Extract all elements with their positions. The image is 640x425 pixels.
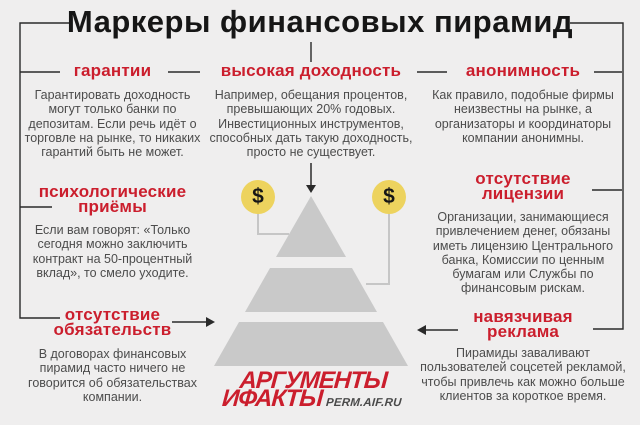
arrow-right-icon	[172, 317, 215, 327]
pyramid-top-layer	[276, 196, 346, 257]
coin-connector-lines	[257, 212, 390, 285]
section-no-obligations-body: В договорах финансовых пирамид часто нич…	[28, 347, 197, 404]
section-no-license-body: Организации, занимающиеся привлечением д…	[432, 210, 614, 296]
page-title: Маркеры финансовых пирамид	[66, 4, 574, 39]
dollar-sign: $	[252, 185, 264, 208]
section-no-obligations-header: отсутствие обязательств	[53, 305, 172, 339]
pyramid-bottom-layer	[214, 322, 408, 366]
dollar-coin-icon: $	[241, 180, 275, 214]
section-intrusive-ads-body: Пирамиды заваливают пользователей соцсет…	[420, 346, 626, 403]
section-high-yield-body: Например, обещания процентов, превышающи…	[209, 88, 413, 160]
title-right-bracket	[570, 22, 624, 330]
section-intrusive-ads-header: навязчивая реклама	[473, 307, 573, 341]
title-left-bracket	[19, 22, 70, 319]
arrow-down-icon	[306, 163, 316, 193]
section-no-license-header: отсутствие лицензии	[475, 169, 571, 203]
section-psychological-header: психологические приёмы	[38, 182, 187, 216]
section-anonymity-header: анонимность	[465, 61, 581, 80]
section-high-yield-header: высокая доходность	[220, 61, 402, 80]
aif-site-url: PERM.AIF.RU	[325, 397, 403, 409]
section-guarantees-header: гарантии	[73, 61, 152, 80]
bracket-lines	[19, 22, 624, 330]
pyramid-middle-layer	[245, 268, 377, 312]
arrows	[172, 163, 458, 335]
dollar-coin-icon: $	[372, 180, 406, 214]
left-coin-connector	[257, 212, 289, 235]
section-psychological-body: Если вам говорят: «Только сегодня можно …	[32, 223, 193, 280]
pyramid-graphic	[214, 196, 408, 366]
right-coin-connector	[366, 212, 390, 285]
dollar-sign: $	[383, 185, 395, 208]
arrow-left-icon	[417, 325, 458, 335]
section-guarantees-body: Гарантировать доходность могут только ба…	[24, 88, 201, 160]
aif-logo-line2: ИФАКТЫ	[221, 385, 324, 412]
section-anonymity-body: Как правило, подобные фирмы неизвестны н…	[432, 88, 614, 145]
